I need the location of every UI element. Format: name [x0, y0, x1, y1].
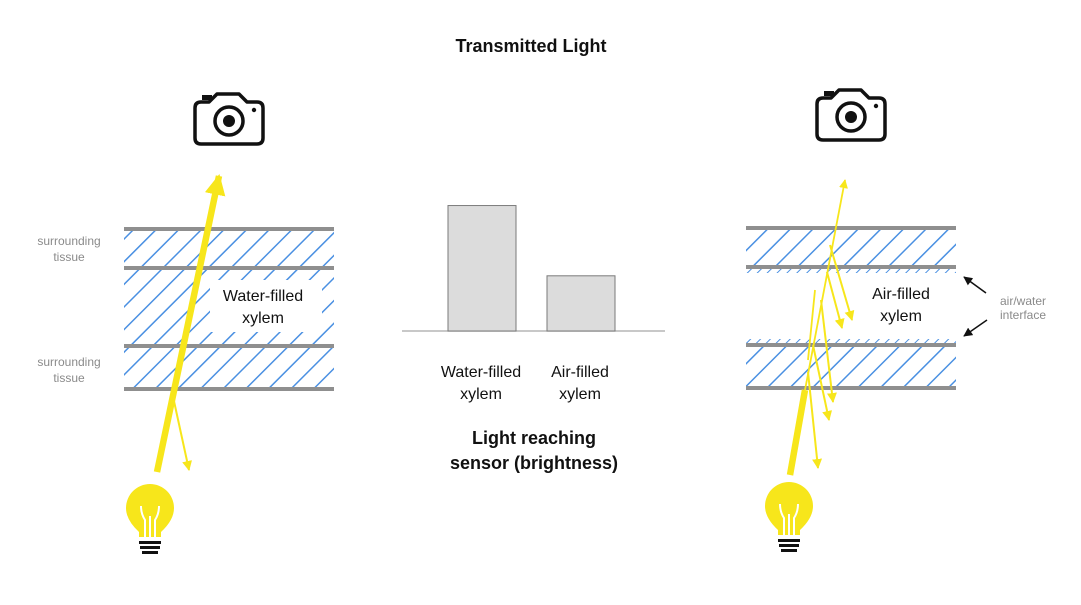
xylem-label-box: [210, 280, 322, 332]
reflected-ray: [826, 271, 845, 329]
category-label-water-line2: xylem: [460, 386, 502, 403]
camera-icon: [815, 88, 887, 142]
transmitted-ray: [153, 173, 226, 473]
reflected-ray: [171, 391, 192, 471]
interface-arrow-top: [963, 276, 987, 294]
chart-label-line1: Light reaching: [472, 428, 596, 448]
interface-label-line1: air/water: [1000, 294, 1046, 308]
air-xylem-label-line2: xylem: [880, 308, 922, 325]
light-bulb-icon: [765, 482, 813, 552]
right-panel: Air-filled xylem air/water interface: [746, 88, 1046, 552]
chart-label-line2: sensor (brightness): [450, 453, 618, 473]
light-bulb-icon: [126, 484, 174, 554]
tissue-top-label-line2: tissue: [53, 250, 85, 264]
bar-1: [546, 275, 616, 332]
tissue-bottom: [124, 347, 334, 389]
incident-ray: [786, 389, 809, 476]
transmitted-ray: [804, 179, 848, 391]
water-film-top: [746, 267, 956, 273]
interface-label-line2: interface: [1000, 308, 1046, 322]
tissue-top: [746, 229, 956, 267]
water-xylem-label-line1: Water-filled: [223, 288, 303, 305]
tissue-top-label-line1: surrounding: [37, 234, 100, 248]
water-xylem-label-line2: xylem: [242, 310, 284, 327]
left-panel: Water-filled xylem surrounding tissue su…: [37, 92, 334, 554]
refracted-ray: [807, 289, 816, 361]
tissue-top: [124, 230, 334, 267]
tissue-bottom-label-line2: tissue: [53, 371, 85, 385]
reflected-ray: [812, 344, 833, 421]
tissue-bottom: [746, 346, 956, 388]
water-film-bottom: [746, 339, 956, 345]
brightness-chart: Water-filled xylem Air-filled xylem Ligh…: [402, 205, 665, 473]
category-label-air-line1: Air-filled: [551, 364, 609, 381]
camera-icon: [193, 92, 265, 146]
reflected-ray: [829, 244, 855, 321]
category-label-air-line2: xylem: [559, 386, 601, 403]
reflected-ray: [820, 299, 837, 403]
bar-0: [447, 205, 517, 332]
air-xylem-label-line1: Air-filled: [872, 286, 930, 303]
reflected-ray: [807, 371, 823, 469]
interface-arrow-bottom: [963, 319, 988, 337]
tissue-bottom-label-line1: surrounding: [37, 355, 100, 369]
diagram-title: Transmitted Light: [455, 36, 606, 56]
category-label-water-line1: Water-filled: [441, 364, 521, 381]
